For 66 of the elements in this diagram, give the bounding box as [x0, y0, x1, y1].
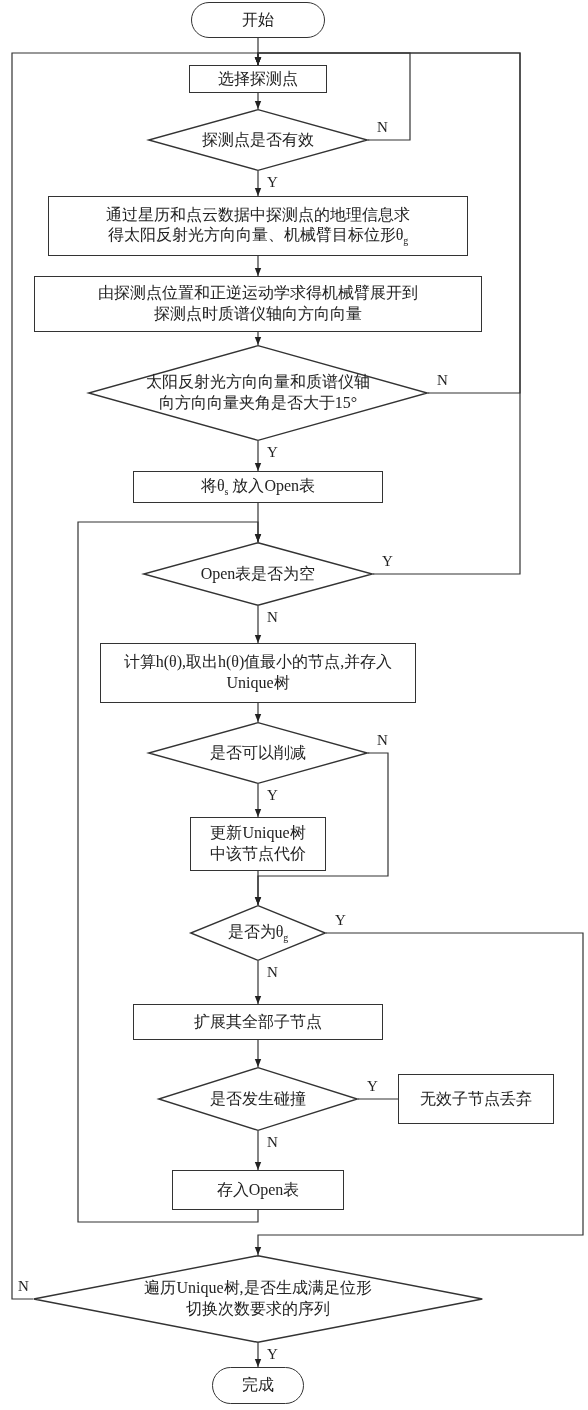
- decision-diamond: [148, 109, 368, 171]
- edge-label: Y: [334, 913, 347, 928]
- edge-label: N: [266, 1135, 279, 1150]
- edge-label: N: [17, 1279, 30, 1294]
- node-text: 是否可以削减: [210, 742, 306, 763]
- edge-label: Y: [266, 788, 279, 803]
- arrow: [254, 783, 262, 818]
- node-text: 探测点是否有效: [202, 129, 314, 150]
- arrow: [254, 92, 262, 110]
- arrow: [254, 702, 262, 723]
- node-text: Open表是否为空: [200, 563, 316, 585]
- node-text: 太阳反射光方向向量和质谱仪轴向方向向量夹角是否大于15°: [145, 372, 371, 413]
- node-text: 更新Unique树中该节点代价: [209, 823, 307, 864]
- decision-diamond: [190, 905, 326, 961]
- node-text: 计算h(θ),取出h(θ)值最小的节点,并存入Unique树: [122, 652, 394, 694]
- arrow: [254, 255, 262, 277]
- edge-label: Y: [266, 445, 279, 460]
- arrow: [254, 331, 262, 346]
- node-text: 存入Open表: [216, 1179, 300, 1201]
- arrow: [11, 52, 262, 1300]
- edge-label: Y: [266, 1347, 279, 1362]
- decision-diamond: [143, 542, 373, 606]
- edge-label: Y: [366, 1079, 379, 1094]
- arrow: [254, 1342, 262, 1368]
- edge-label: Y: [266, 175, 279, 190]
- process-box: [100, 643, 416, 703]
- edge-label: N: [376, 733, 389, 748]
- edge-label: N: [376, 120, 389, 135]
- edge-label: N: [266, 965, 279, 980]
- node-text: 无效子节点丢弃: [420, 1088, 532, 1109]
- arrow: [254, 440, 262, 472]
- decision-diamond: [148, 722, 368, 784]
- node-text: 遍历Unique树,是否生成满足位形切换次数要求的序列: [143, 1278, 373, 1319]
- node-text: 是否为θ$_{g}$: [227, 921, 289, 945]
- node-text: 是否发生碰撞: [210, 1088, 306, 1109]
- process-box: [190, 817, 326, 871]
- node-text: 开始: [242, 9, 274, 30]
- process-box: [133, 1004, 383, 1040]
- node-text: 完成: [242, 1375, 274, 1396]
- decision-diamond: [158, 1067, 358, 1131]
- process-box: [133, 471, 383, 503]
- node-text: 将θ$_{s}$ 放入Open表: [200, 475, 316, 499]
- edge-label: N: [436, 373, 449, 388]
- arrow: [254, 932, 584, 1256]
- arrow: [254, 1039, 262, 1068]
- process-box: [189, 65, 327, 93]
- process-box: [34, 276, 482, 332]
- arrow: [254, 960, 262, 1005]
- terminal-shape: [212, 1367, 304, 1404]
- node-text: 由探测点位置和正逆运动学求得机械臂展开到探测点时质谱仪轴向方向向量: [97, 283, 419, 324]
- terminal-shape: [191, 2, 325, 38]
- arrow: [254, 1130, 262, 1171]
- arrow: [77, 521, 262, 1223]
- process-box: [398, 1074, 554, 1124]
- edge-label: Y: [381, 554, 394, 569]
- node-text: 通过星历和点云数据中探测点的地理信息求得太阳反射光方向向量、机械臂目标位形θ$_{g}$: [105, 204, 411, 248]
- arrow: [254, 605, 262, 644]
- node-text: 扩展其全部子节点: [194, 1011, 322, 1032]
- process-box: [48, 196, 468, 256]
- process-box: [172, 1170, 344, 1210]
- edge-label: N: [266, 610, 279, 625]
- arrow: [254, 870, 262, 906]
- decision-diamond: [33, 1255, 483, 1343]
- arrow: [254, 170, 262, 197]
- node-text: 选择探测点: [218, 68, 298, 89]
- decision-diamond: [88, 345, 428, 441]
